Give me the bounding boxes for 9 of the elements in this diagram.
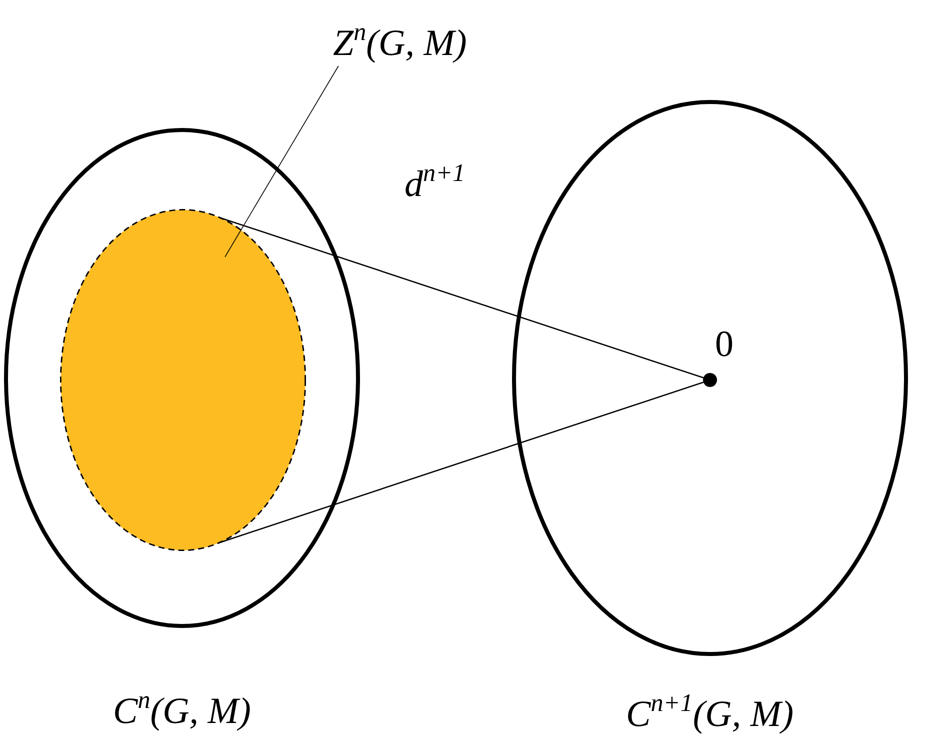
map-label: d$^{n+1}$ [404, 163, 466, 207]
connector-line [220, 217, 704, 378]
point-label: 0 [715, 323, 734, 367]
set-label: C$^{n+1}$(G, M) [626, 693, 794, 737]
connector-line [218, 382, 704, 544]
set-label: C$^{n}$(G, M) [113, 690, 251, 734]
set-label: Z$^{n}$(G, M) [333, 22, 467, 66]
leader-line [224, 66, 339, 258]
shaded-region [60, 209, 306, 551]
